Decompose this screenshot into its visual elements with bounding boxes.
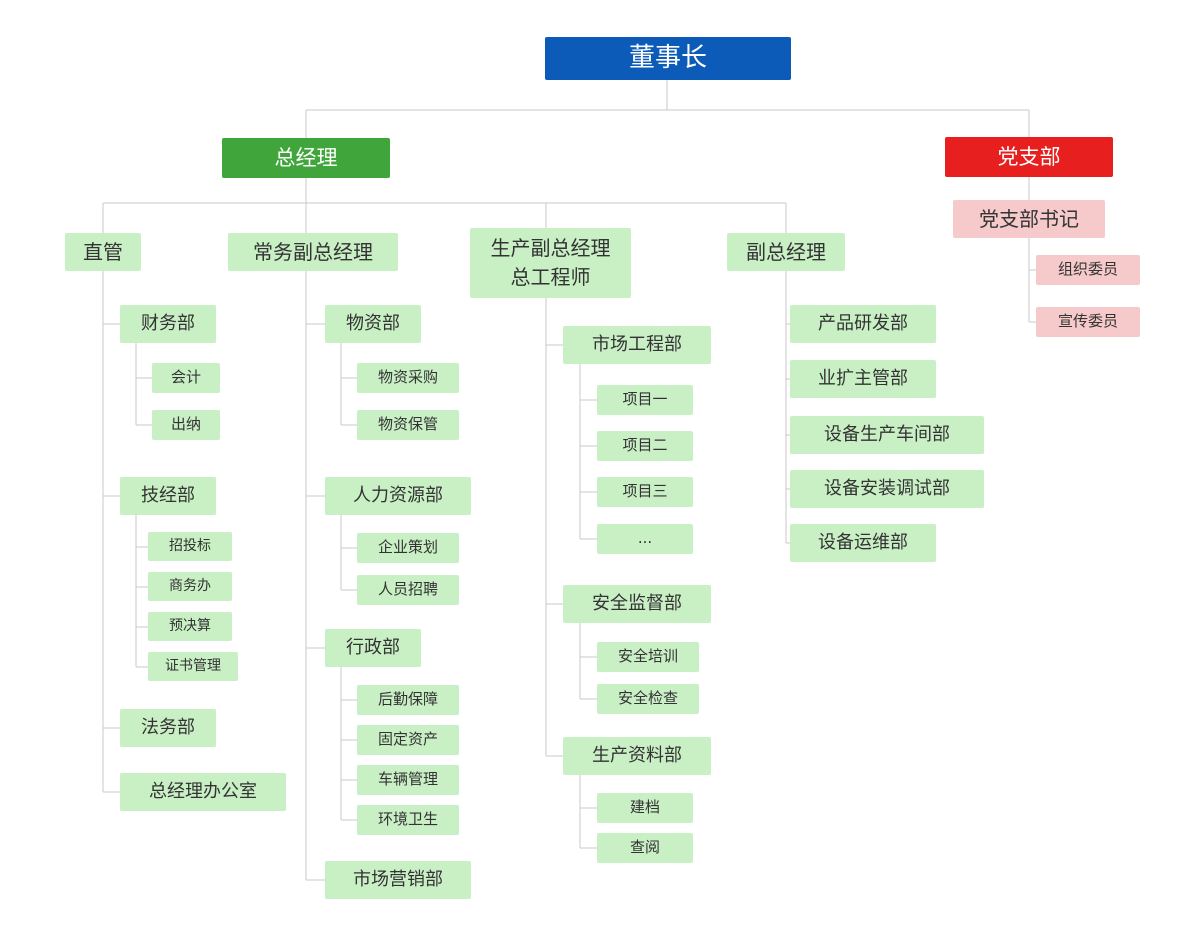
node-project-1: 项目一 [597,385,693,415]
node-logistics: 后勤保障 [357,685,459,715]
node-finance-dept: 财务部 [120,305,216,343]
node-general-manager: 总经理 [222,138,390,178]
node-bidding: 招投标 [148,532,232,561]
node-materials-dept: 物资部 [325,305,421,343]
node-deputy-gm: 副总经理 [727,233,845,271]
node-direct-management: 直管 [65,233,141,271]
connector-gm-children [102,178,787,233]
node-vehicle-management: 车辆管理 [357,765,459,795]
connector-party-children [1028,177,1036,323]
node-tech-econ-dept: 技经部 [120,477,216,515]
node-safety-inspection: 安全检查 [597,684,699,714]
node-safety-training: 安全培训 [597,642,699,672]
node-equipment-om-dept: 设备运维部 [790,524,936,562]
connector-tech-econ-children [135,515,148,668]
node-equipment-installation-dept: 设备安装调试部 [790,470,984,508]
node-hr-dept: 人力资源部 [325,477,471,515]
node-accounting: 会计 [152,363,220,393]
node-production-deputy-gm: 生产副总经理 总工程师 [470,228,631,298]
node-party-secretary: 党支部书记 [953,200,1105,238]
node-sanitation: 环境卫生 [357,805,459,835]
node-review: 查阅 [597,833,693,863]
node-fixed-assets: 固定资产 [357,725,459,755]
connector-safety-children [579,623,597,700]
node-project-more: ... [597,524,693,554]
connector-hr-children [340,515,357,591]
node-cashier: 出纳 [152,410,220,440]
connector-exec-subtree [305,271,325,881]
node-publicity-committee: 宣传委员 [1036,307,1140,337]
node-marketing-dept: 市场营销部 [325,861,471,899]
node-org-committee: 组织委员 [1036,255,1140,285]
node-equipment-production-dept: 设备生产车间部 [790,416,984,454]
node-business-office: 商务办 [148,572,232,601]
connector-production-data-children [579,775,597,849]
node-material-purchase: 物资采购 [357,363,459,393]
node-admin-dept: 行政部 [325,629,421,667]
node-project-3: 项目三 [597,477,693,507]
connector-deputy-subtree [785,271,790,544]
node-archiving: 建档 [597,793,693,823]
node-gm-office: 总经理办公室 [120,773,286,811]
node-legal-dept: 法务部 [120,709,216,747]
node-party-branch: 党支部 [945,137,1113,177]
connector-production-subtree [545,298,563,757]
connector-finance-children [135,343,152,426]
node-material-storage: 物资保管 [357,410,459,440]
node-exec-deputy-gm: 常务副总经理 [228,233,398,271]
node-production-data-dept: 生产资料部 [563,737,711,775]
node-cert-management: 证书管理 [148,652,238,681]
node-market-engineering-dept: 市场工程部 [563,326,711,364]
node-business-expansion-dept: 业扩主管部 [790,360,936,398]
node-safety-supervision-dept: 安全监督部 [563,585,711,623]
connector-market-eng-children [579,364,597,540]
node-enterprise-planning: 企业策划 [357,533,459,563]
node-product-rd-dept: 产品研发部 [790,305,936,343]
node-recruitment: 人员招聘 [357,575,459,605]
connector-chairman-children [305,80,1030,138]
connector-admin-children [340,667,357,821]
node-budget: 预决算 [148,612,232,641]
node-chairman: 董事长 [545,37,791,80]
connector-direct-subtree [102,271,120,793]
connector-materials-children [340,343,357,426]
node-project-2: 项目二 [597,431,693,461]
